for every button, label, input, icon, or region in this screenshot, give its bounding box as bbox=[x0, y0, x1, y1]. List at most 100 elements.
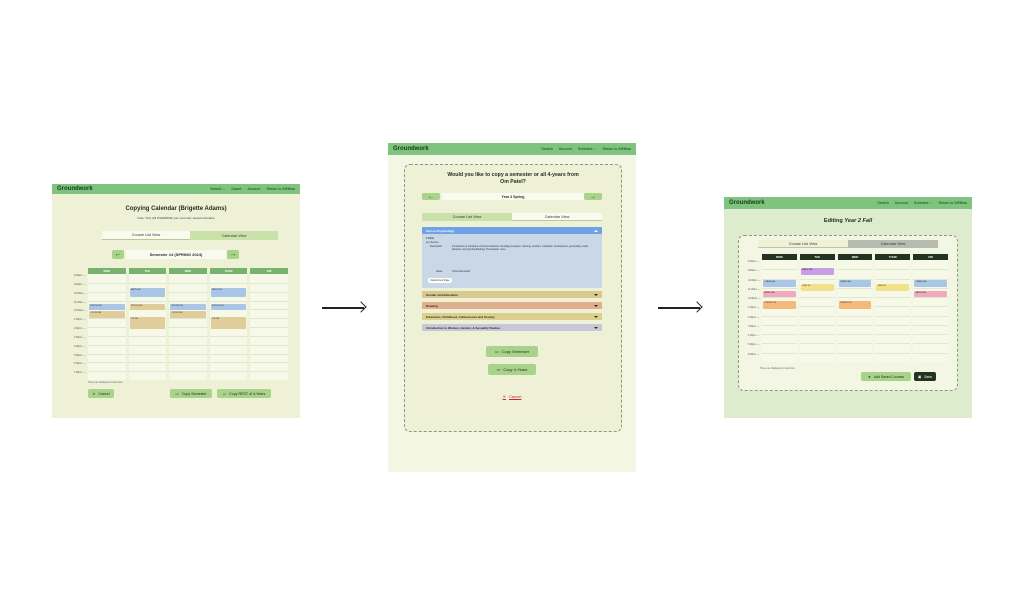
accordion-header-open[interactable]: Intro to Psychology bbox=[422, 227, 602, 234]
accordion-header[interactable]: Education, Childhood, Adolescence and So… bbox=[422, 313, 602, 320]
nav-saved[interactable]: Saved bbox=[231, 187, 242, 191]
day-header: WED bbox=[169, 268, 207, 274]
course-block[interactable]: PSYCH 100 bbox=[210, 304, 247, 311]
time-label: 10:00am –– bbox=[748, 278, 761, 282]
hour-line bbox=[128, 353, 167, 355]
nav-schedule[interactable]: Schedule ⌵ bbox=[577, 147, 597, 151]
next-semester-button[interactable]: → bbox=[584, 193, 602, 200]
cancel-link[interactable]: ✕Cancel bbox=[502, 393, 522, 399]
course-block[interactable]: CS 118 bbox=[129, 317, 166, 329]
hour-line bbox=[88, 344, 126, 346]
day-header: MON bbox=[762, 254, 797, 260]
tab-calendar[interactable]: Calendar View bbox=[190, 231, 278, 240]
hour-line bbox=[169, 291, 207, 293]
flow-arrow bbox=[322, 307, 364, 309]
course-block[interactable]: MATH 32A bbox=[914, 290, 947, 298]
tab-calendar[interactable]: Calendar View bbox=[512, 213, 602, 221]
tab-course-list[interactable]: Course List View bbox=[422, 213, 512, 221]
hour-line bbox=[169, 371, 207, 373]
course-block[interactable]: CHEM 14A bbox=[838, 280, 872, 287]
hour-line bbox=[128, 300, 167, 302]
hour-line bbox=[913, 306, 948, 308]
course-block[interactable]: CHEM 14A bbox=[914, 280, 947, 287]
hour-line bbox=[209, 362, 248, 364]
copy-semester-button[interactable]: ▭Copy Semester bbox=[170, 389, 212, 398]
close-icon: ✕ bbox=[92, 391, 96, 396]
course-block[interactable]: CS 118 bbox=[210, 317, 247, 329]
nav-search[interactable]: Search bbox=[877, 201, 889, 205]
accordion-header[interactable]: Gender and Education bbox=[422, 291, 602, 298]
course-notes-label: Notes: bbox=[436, 270, 443, 273]
tab-course-list[interactable]: Course List View bbox=[102, 231, 190, 240]
chevron-down-icon bbox=[594, 293, 598, 296]
course-block[interactable]: COM SCI 31 bbox=[838, 300, 872, 310]
course-block[interactable]: MATH 32A bbox=[763, 290, 796, 298]
nav-account[interactable]: Account bbox=[558, 147, 572, 151]
time-label: 5:00pm –– bbox=[748, 343, 760, 347]
tab-course-list[interactable]: Course List View bbox=[758, 240, 848, 248]
prev-semester-button[interactable]: ← bbox=[422, 193, 440, 200]
course-block[interactable]: CS 118 DIS bbox=[170, 311, 206, 319]
cancel-button[interactable]: ✕Cancel bbox=[88, 389, 114, 398]
save-button[interactable]: ▣Save bbox=[914, 372, 936, 381]
tab-calendar[interactable]: Calendar View bbox=[848, 240, 938, 248]
nav-return[interactable]: Return to WEBlas bbox=[266, 187, 295, 191]
course-block[interactable]: COM SCI 31 bbox=[763, 300, 796, 310]
brand-logo[interactable]: Groundwork bbox=[57, 186, 93, 192]
day-column-mon[interactable]: MON CHEM 14A MATH 32A COM SCI 31 bbox=[762, 254, 797, 362]
brand-logo[interactable]: Groundwork bbox=[729, 200, 765, 206]
course-block[interactable]: PSYCH 100 bbox=[129, 304, 166, 311]
accordion-header[interactable]: Introduction to Women, Gender, & Sexuali… bbox=[422, 324, 602, 331]
hour-line bbox=[169, 362, 207, 364]
semester-label: Year 3 Spring bbox=[442, 193, 584, 200]
prev-semester-button[interactable]: ← bbox=[112, 250, 124, 259]
accordion-header[interactable]: Drawing bbox=[422, 302, 602, 309]
add-saved-courses-button[interactable]: ★Add Saved Courses bbox=[861, 372, 911, 381]
course-block[interactable]: ARTS 100 bbox=[210, 288, 247, 297]
hour-line bbox=[799, 297, 835, 299]
nav-return[interactable]: Return to WEBlas bbox=[602, 147, 631, 151]
course-block[interactable]: LING 20 bbox=[876, 284, 910, 291]
copy-4-years-button[interactable]: ▭Copy 4-Years bbox=[488, 364, 536, 375]
course-block[interactable]: LING 20 bbox=[800, 284, 834, 291]
nav-search[interactable]: Search bbox=[541, 147, 553, 151]
course-block[interactable]: PSYCH 100 bbox=[170, 304, 206, 311]
nav-search[interactable]: Search ⌵ bbox=[210, 187, 226, 191]
flow-arrow bbox=[658, 307, 700, 309]
nav-account[interactable]: Account bbox=[894, 201, 908, 205]
brand-logo[interactable]: Groundwork bbox=[393, 146, 429, 152]
hour-line bbox=[128, 371, 167, 373]
timezone-footnote: Times are displayed in local time bbox=[760, 367, 795, 370]
view-tabs: Course List View Calendar View bbox=[758, 240, 938, 248]
course-block[interactable]: ARTS 100 bbox=[129, 288, 166, 297]
hour-line bbox=[88, 362, 126, 364]
course-block[interactable]: PSYCH 100 bbox=[89, 304, 125, 311]
next-semester-button[interactable]: → bbox=[227, 250, 239, 259]
time-label: 8:00am –– bbox=[748, 260, 760, 263]
course-block[interactable]: CS 118 DIS bbox=[89, 311, 125, 319]
accordion-label: Education, Childhood, Adolescence and So… bbox=[426, 314, 495, 319]
course-block[interactable]: CHEM 14A bbox=[763, 280, 796, 287]
copy-rest-button[interactable]: ▭Copy REST of 4-Years bbox=[217, 389, 271, 398]
copy-semester-button[interactable]: ▭Copy Semester bbox=[486, 346, 538, 357]
nav-account[interactable]: Account bbox=[247, 187, 261, 191]
time-label: 4:00pm –– bbox=[74, 344, 86, 348]
nav-return[interactable]: Return to WEBlas bbox=[938, 201, 967, 205]
hour-line bbox=[762, 287, 797, 289]
hour-line bbox=[250, 282, 288, 284]
hour-line bbox=[88, 318, 126, 320]
hour-line bbox=[169, 282, 207, 284]
day-column-fri[interactable]: FRI bbox=[250, 268, 288, 380]
course-block[interactable]: MATH 32A bbox=[800, 268, 834, 275]
accordion-label: Gender and Education bbox=[426, 292, 459, 297]
nav-schedule[interactable]: Schedule ⌵ bbox=[913, 201, 933, 205]
department-page-button[interactable]: Department Page bbox=[428, 278, 452, 283]
